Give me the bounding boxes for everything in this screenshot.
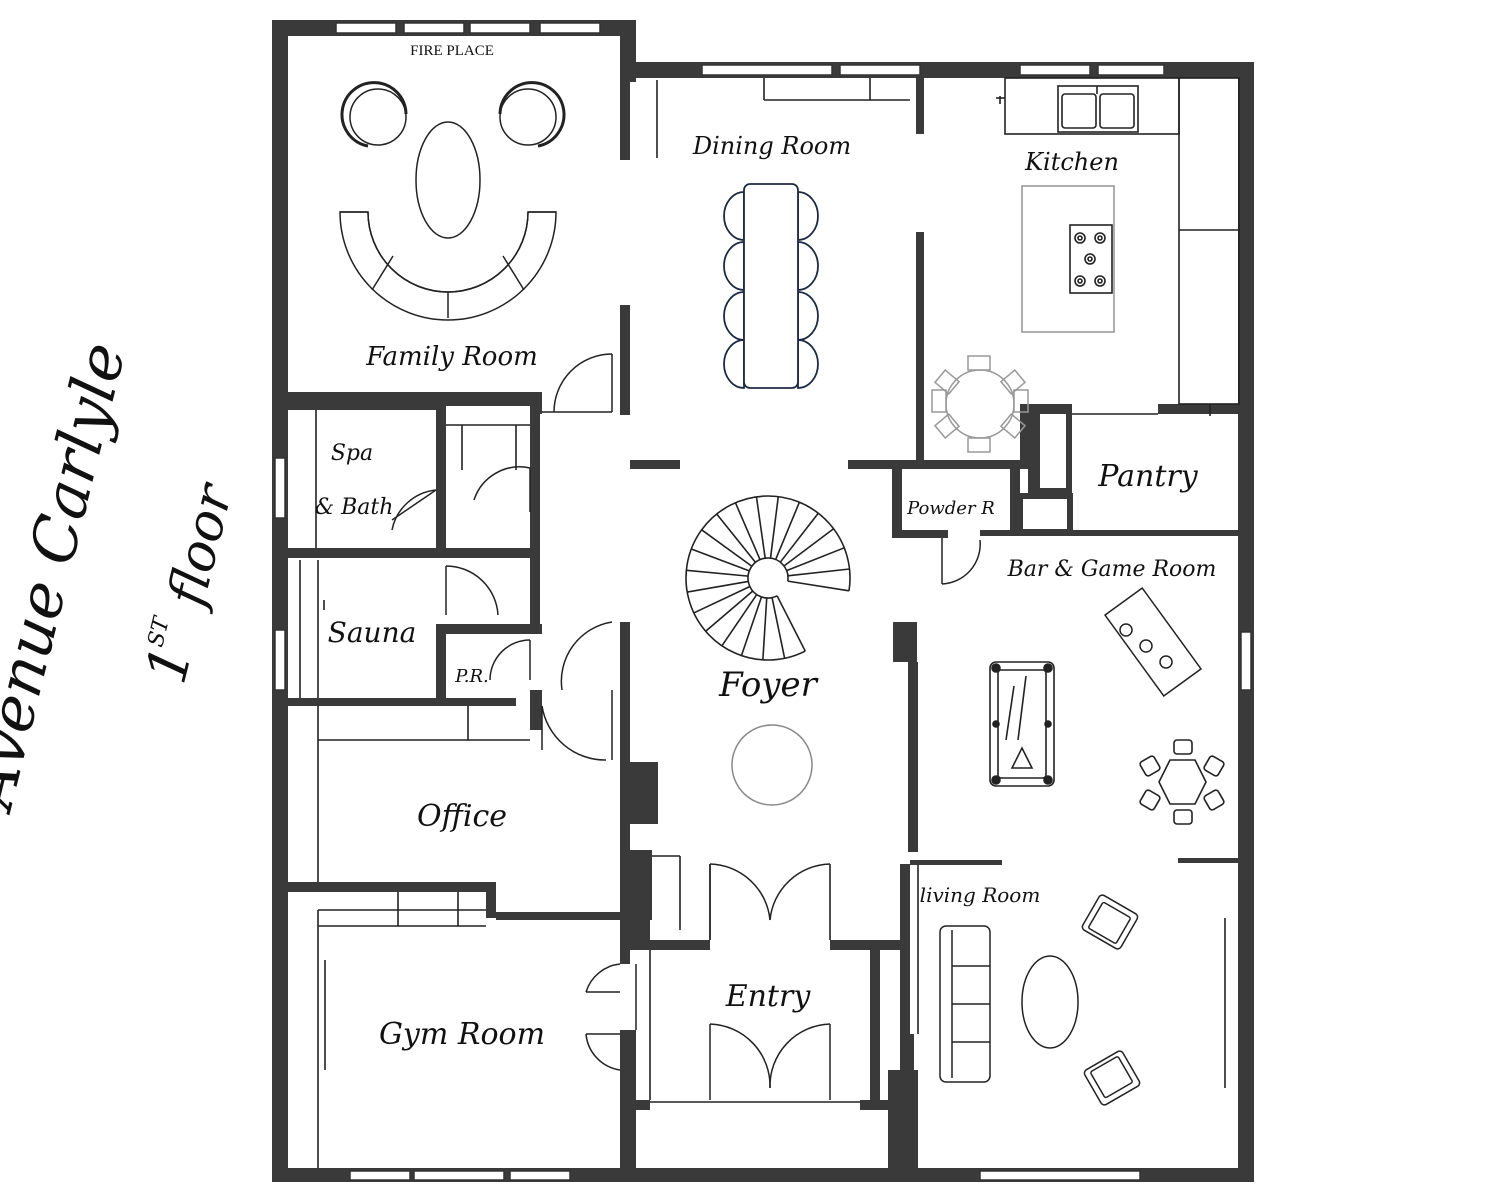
stair-step <box>769 496 780 559</box>
armchair-left <box>340 81 408 148</box>
stair-step <box>787 568 850 577</box>
stair-step <box>693 585 751 614</box>
title-floor-superscript: ST <box>143 612 175 649</box>
gym-room-label: Gym Room <box>379 1017 545 1052</box>
armchair-right <box>498 81 566 148</box>
oval-coffee-table <box>415 121 481 239</box>
kitchen-label: Kitchen <box>1024 148 1119 176</box>
stair-step <box>691 548 750 572</box>
stair-step <box>771 597 786 659</box>
stair-step <box>686 569 749 577</box>
dining-table <box>743 183 799 389</box>
sauna-label: Sauna <box>328 616 417 649</box>
fireplace-label: FIRE PLACE <box>410 43 494 59</box>
foyer-label: Foyer <box>718 665 819 705</box>
spa-label: Spa <box>331 441 373 466</box>
stair-step <box>740 596 763 656</box>
title-floor-number: 1 <box>134 639 206 689</box>
windows <box>274 22 1252 1181</box>
stair-step <box>779 512 819 563</box>
pool-table <box>989 661 1055 787</box>
stair-step <box>705 590 754 632</box>
stair-step <box>786 547 845 572</box>
powder-room-label: Powder R <box>906 498 995 519</box>
pantry-label: Pantry <box>1097 459 1198 494</box>
stair-step <box>755 496 766 559</box>
cabinetry <box>299 77 1240 1168</box>
title-floor: 1 ST floor <box>134 476 246 690</box>
living-room-label: living Room <box>920 883 1041 907</box>
office-label: Office <box>417 799 507 834</box>
doors <box>391 353 981 1100</box>
foyer-round-table <box>731 724 813 806</box>
family-room-furniture <box>339 81 566 321</box>
stair-step <box>787 580 850 592</box>
bath-label: & Bath <box>315 495 394 520</box>
stair-step <box>762 597 768 660</box>
dining-room-label: Dining Room <box>692 132 851 160</box>
stove-burners <box>1074 232 1106 287</box>
title-avenue-carlyle: Avenue Carlyle <box>0 335 140 819</box>
spiral-staircase <box>685 495 851 661</box>
stair-outer-rail <box>685 495 851 661</box>
stair-step <box>721 594 758 647</box>
dining-furniture <box>723 183 819 389</box>
entry-label: Entry <box>725 979 812 1014</box>
stair-step <box>783 528 835 567</box>
bar-game-room-label: Bar & Game Room <box>1007 557 1217 582</box>
living-room-furniture <box>939 894 1141 1106</box>
interior-walls <box>272 78 1240 1110</box>
title-floor-word: floor <box>156 476 245 616</box>
stair-step <box>774 501 801 560</box>
bar-table <box>1103 586 1203 698</box>
game-table <box>1139 739 1225 825</box>
stair-step <box>734 502 761 560</box>
stair-inner-rail <box>747 557 789 599</box>
curved-sofa <box>339 211 557 321</box>
stair-step <box>701 529 753 567</box>
room-labels: FIRE PLACE Family Room Dining Room Kitch… <box>315 43 1217 1052</box>
kitchen-table <box>931 355 1029 453</box>
stair-step <box>776 595 806 652</box>
plan-title: Avenue Carlyle 1 ST floor <box>0 335 246 819</box>
stair-step <box>716 513 757 563</box>
family-room-label: Family Room <box>365 342 538 372</box>
pr-label: P.R. <box>454 666 488 687</box>
stair-step <box>687 580 749 593</box>
